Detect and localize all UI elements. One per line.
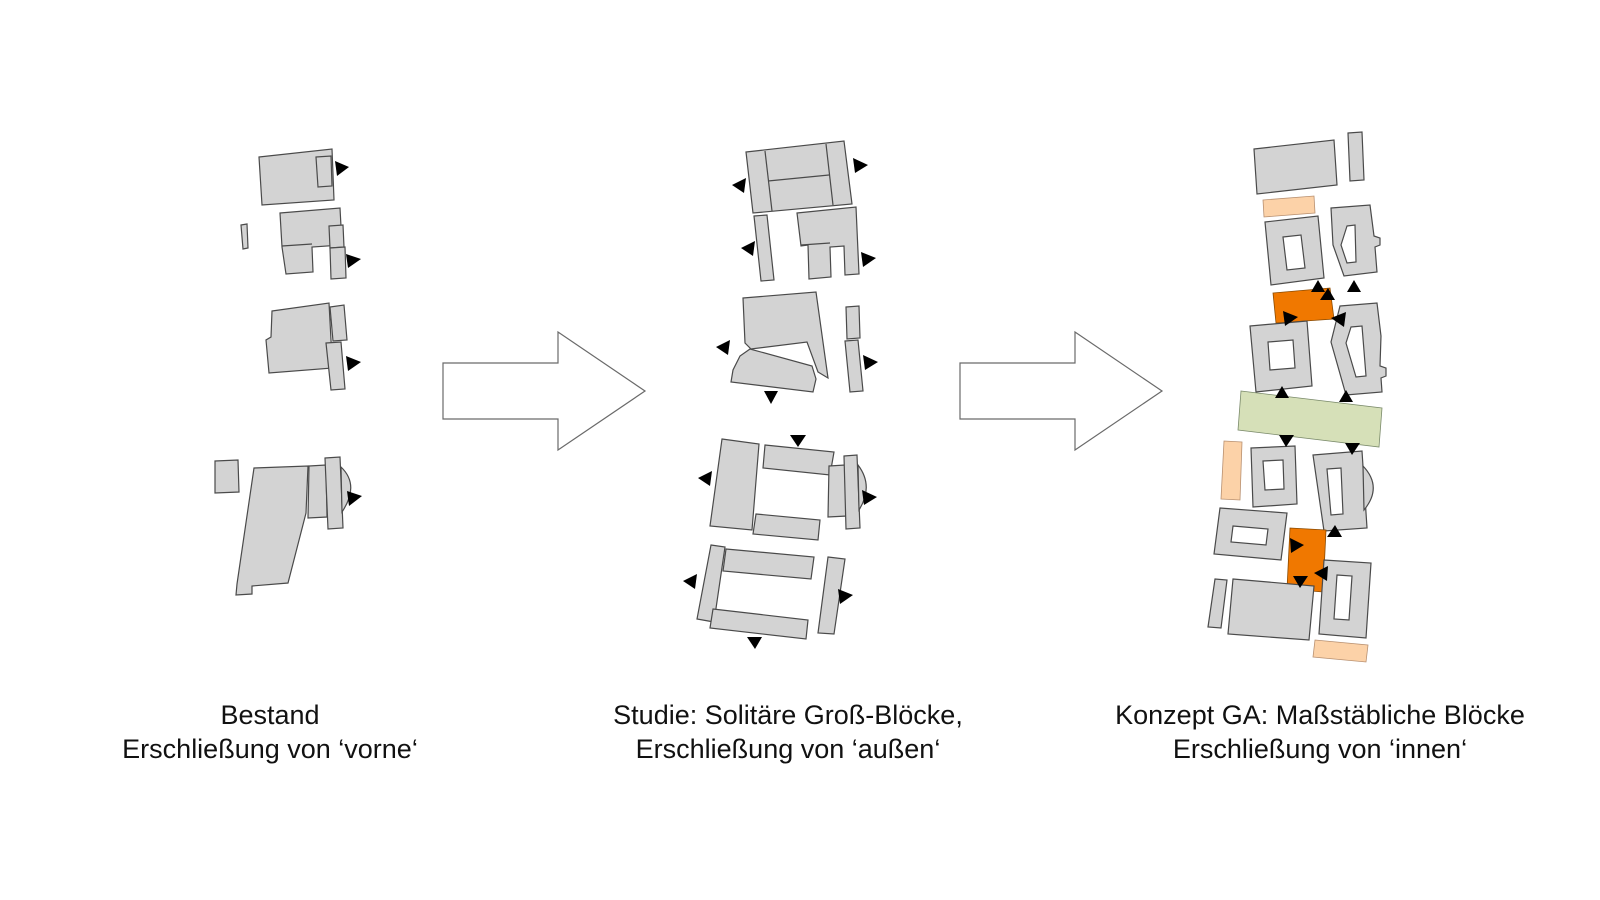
building-divider — [825, 143, 834, 206]
courtyard-light — [1312, 639, 1369, 663]
access-triangle-icon — [863, 355, 878, 370]
access-triangle-icon — [1290, 538, 1304, 553]
building — [328, 224, 345, 249]
access-triangle-icon — [683, 574, 697, 589]
access-triangle-icon — [1347, 280, 1361, 292]
courtyard-light — [1262, 195, 1316, 218]
building — [240, 223, 249, 250]
block-courtyard — [1249, 320, 1313, 393]
caption-subtitle: Erschließung von ‘außen‘ — [635, 734, 941, 764]
caption-title: Studie: Solitäre Groß-Blöcke, — [613, 700, 963, 730]
building — [817, 556, 846, 635]
access-triangle-icon — [764, 391, 778, 404]
building — [315, 155, 333, 188]
block-courtyard — [1213, 507, 1288, 561]
building — [722, 548, 815, 580]
right-arrow-icon — [959, 330, 1164, 452]
block-courtyard — [1250, 445, 1298, 508]
caption-subtitle: Erschließung von ‘innen‘ — [1172, 734, 1468, 764]
access-triangle-icon — [1339, 390, 1353, 402]
building — [843, 454, 861, 530]
panel-konzept — [1207, 131, 1387, 663]
building — [845, 305, 861, 340]
access-triangle-icon — [1331, 312, 1346, 327]
courtyard-light — [1220, 440, 1243, 501]
access-triangle-icon — [1293, 576, 1308, 588]
access-triangle-icon — [1345, 443, 1360, 455]
building — [752, 513, 821, 541]
building — [1253, 139, 1338, 195]
caption-studie: Studie: Solitäre Groß-Blöcke, Erschließu… — [528, 698, 1048, 766]
green-strip — [1237, 390, 1383, 448]
building — [709, 438, 760, 531]
plaza-orange — [1286, 527, 1327, 593]
building-divider — [281, 243, 313, 247]
building — [329, 304, 348, 342]
building — [279, 207, 343, 275]
caption-title: Konzept GA: Maßstäbliche Blöcke — [1115, 700, 1525, 730]
building — [307, 464, 328, 519]
access-triangle-icon — [1279, 435, 1294, 447]
building — [745, 140, 853, 214]
building — [1362, 464, 1374, 512]
access-triangle-icon — [1327, 525, 1342, 537]
block-courtyard — [1312, 450, 1368, 532]
panel-bestand — [214, 148, 362, 596]
building-divider — [767, 174, 830, 182]
building — [1227, 578, 1315, 641]
panel-studie — [683, 140, 878, 649]
access-triangle-icon — [1314, 566, 1328, 581]
access-triangle-icon — [335, 161, 349, 176]
access-triangle-icon — [1275, 386, 1289, 398]
building — [265, 302, 334, 374]
building — [753, 214, 775, 282]
building — [730, 348, 817, 393]
access-triangle-icon — [698, 471, 712, 486]
building — [762, 444, 835, 476]
building — [325, 341, 346, 391]
caption-bestand: Bestand Erschließung von ‘vorne‘ — [10, 698, 530, 766]
building-divider — [800, 242, 831, 246]
access-triangle-icon — [862, 490, 877, 505]
access-triangle-icon — [1320, 288, 1335, 300]
building — [1347, 131, 1365, 182]
building — [742, 291, 829, 380]
building — [1207, 578, 1228, 629]
building — [235, 465, 309, 596]
building — [258, 148, 335, 206]
block-courtyard — [1330, 204, 1381, 277]
access-triangle-icon — [732, 178, 746, 193]
building — [844, 339, 864, 393]
access-triangle-icon — [347, 491, 362, 506]
caption-konzept: Konzept GA: Maßstäbliche Blöcke Erschlie… — [1060, 698, 1580, 766]
building — [709, 608, 809, 640]
access-triangle-icon — [1283, 311, 1298, 326]
access-triangle-icon — [1311, 280, 1325, 292]
access-triangle-icon — [741, 241, 755, 256]
building — [340, 465, 352, 514]
building — [329, 246, 347, 280]
building — [214, 459, 240, 494]
access-triangle-icon — [716, 340, 730, 355]
access-triangle-icon — [861, 252, 876, 267]
block-courtyard — [1318, 559, 1372, 639]
caption-title: Bestand — [220, 700, 320, 730]
right-arrow-icon — [442, 330, 647, 452]
access-triangle-icon — [853, 158, 868, 173]
building — [324, 456, 344, 530]
caption-subtitle: Erschließung von ‘vorne‘ — [122, 734, 418, 764]
block-courtyard — [1330, 302, 1387, 396]
access-triangle-icon — [790, 435, 806, 447]
block-courtyard — [1264, 215, 1325, 286]
access-triangle-icon — [747, 637, 762, 649]
access-triangle-icon — [346, 254, 361, 268]
access-triangle-icon — [346, 356, 361, 371]
access-triangle-icon — [838, 589, 853, 604]
